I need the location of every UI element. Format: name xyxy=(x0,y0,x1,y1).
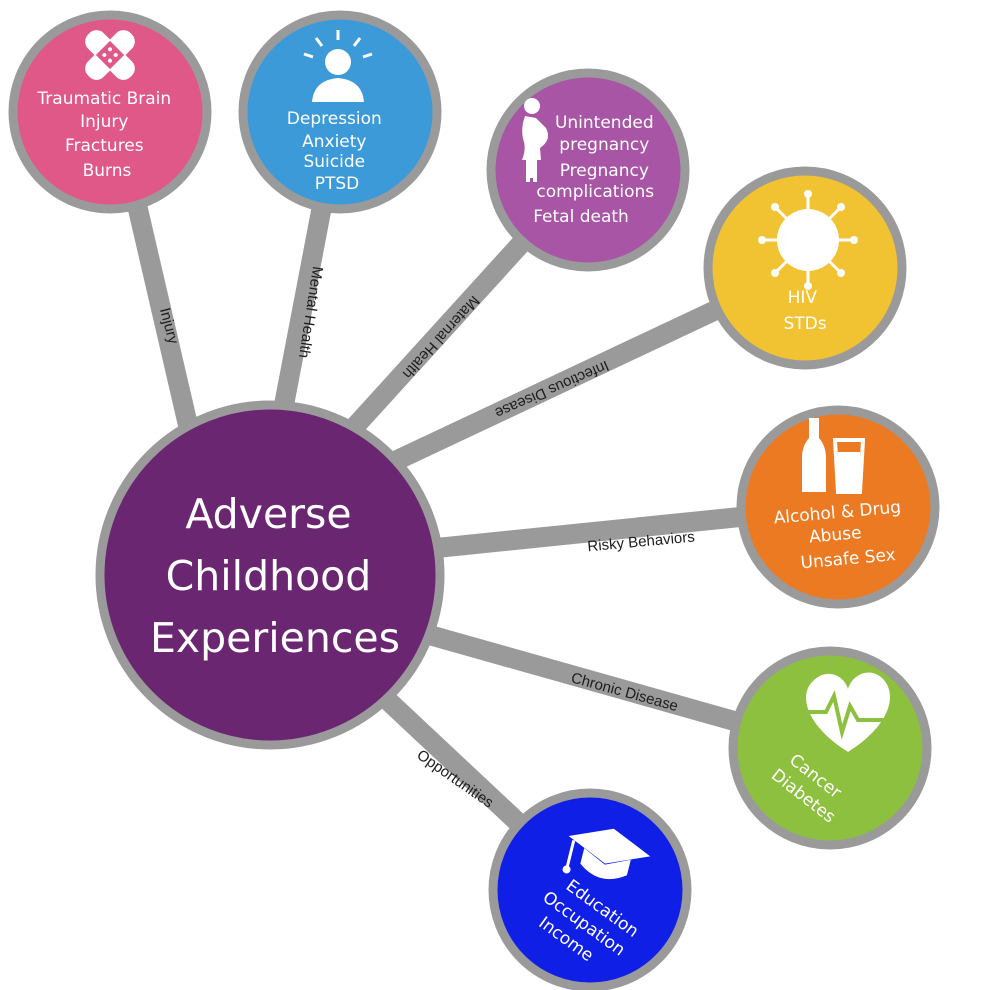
bottle-and-glass-icon xyxy=(802,418,866,494)
center-circle xyxy=(95,400,445,750)
node-injury-text: Traumatic Brain Injury Fractures Burns xyxy=(36,89,176,181)
center-line-2: Childhood xyxy=(166,552,372,600)
spoke-label-infectious-disease: Infectious Disease xyxy=(492,357,611,422)
node-infectious-disease: HIV STDs xyxy=(703,166,907,370)
node-injury: Traumatic Brain Injury Fractures Burns xyxy=(8,10,212,214)
node-maternal-health: Unintended pregnancy Pregnancy complicat… xyxy=(486,68,690,272)
node-maternal-health-text: Unintended pregnancy Pregnancy complicat… xyxy=(533,113,659,227)
node-risky-behaviors-circle xyxy=(736,405,940,609)
node-mental-health: Depression Anxiety Suicide PTSD xyxy=(238,10,442,214)
node-opportunities: Education Occupation Income xyxy=(488,788,692,990)
node-risky-behaviors: Alcohol & Drug Abuse Unsafe Sex xyxy=(736,405,940,609)
center-title: Adverse Childhood Experiences xyxy=(150,490,400,662)
node-infectious-disease-text: HIV STDs xyxy=(783,288,826,334)
person-radiant-icon xyxy=(303,30,373,102)
node-mental-health-text: Depression Anxiety Suicide PTSD xyxy=(287,109,387,194)
spoke-label-maternal-health: Maternal Health xyxy=(399,292,483,382)
center-line-1: Adverse xyxy=(185,490,351,538)
virus-icon xyxy=(758,190,858,290)
node-mental-health-circle xyxy=(238,10,442,214)
heart-pulse-icon xyxy=(806,672,894,752)
graduation-cap-icon xyxy=(562,828,651,880)
node-opportunities-circle xyxy=(488,788,692,990)
bandage-icon xyxy=(85,30,135,80)
node-injury-circle xyxy=(8,10,212,214)
center-line-3: Experiences xyxy=(150,614,400,662)
node-chronic-disease: Cancer Diabetes xyxy=(728,646,932,850)
pregnant-woman-icon xyxy=(522,98,548,182)
center-hub: Adverse Childhood Experiences xyxy=(95,400,445,750)
